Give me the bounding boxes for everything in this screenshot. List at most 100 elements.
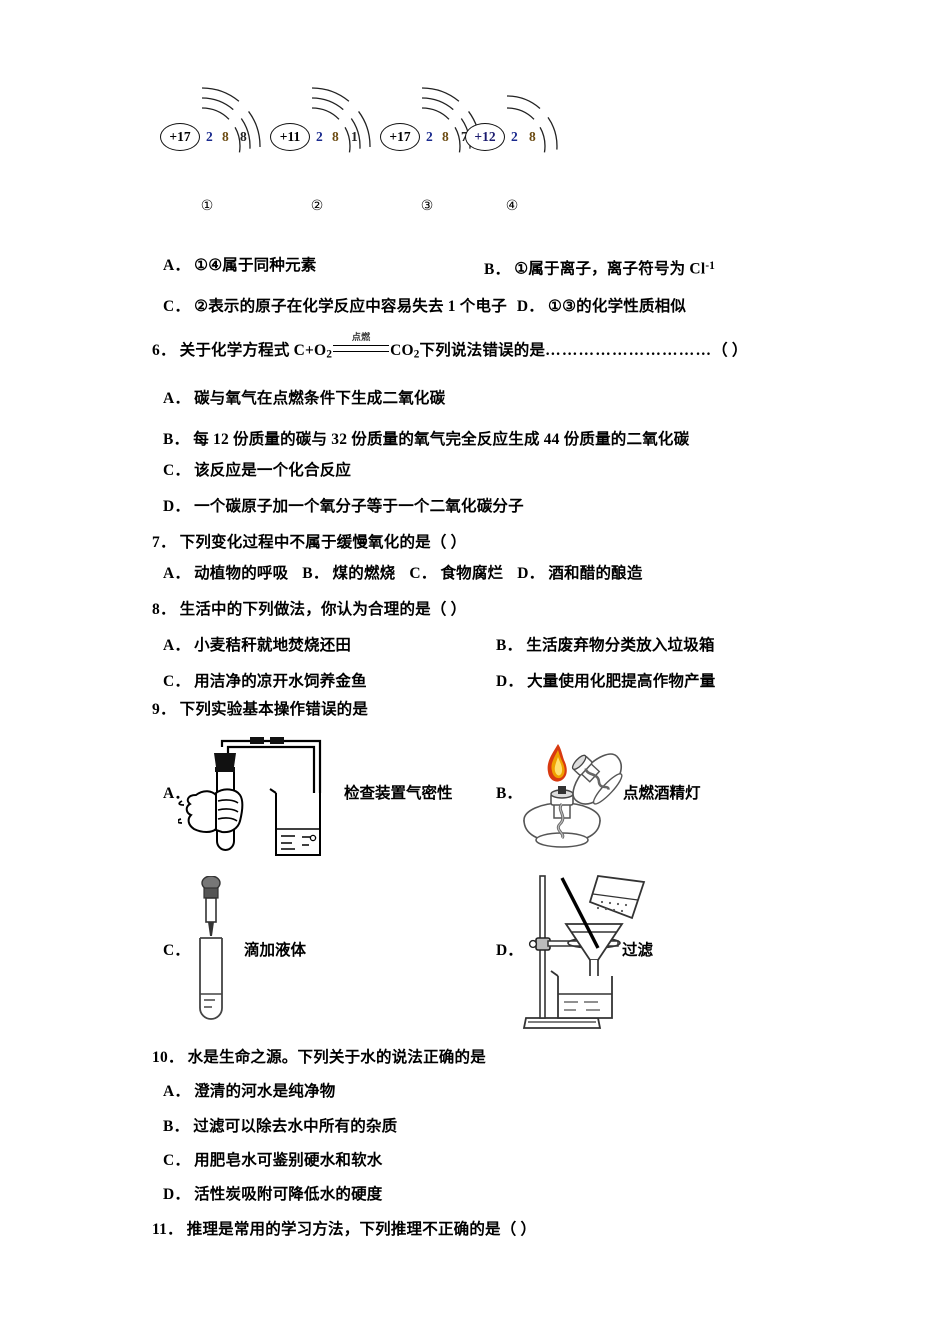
q9-number: 9．: [152, 701, 176, 718]
q7-option-d-label: D．: [517, 565, 545, 582]
q6-option-d-label: D．: [163, 498, 191, 515]
nucleus-charge: +12: [465, 123, 505, 151]
shell-electron-count-2: 8: [332, 129, 339, 144]
q6-product: CO: [390, 342, 414, 359]
q8-option-c-text: 用洁净的凉开水饲养金鱼: [194, 673, 367, 690]
q7-option-c-text: 食物腐烂: [440, 565, 504, 582]
q5-option-c-label: C．: [163, 298, 191, 315]
atom-diagram-1: +17 2 8 8 ①: [150, 78, 270, 214]
shell-electron-count-3: 7: [461, 123, 468, 151]
q8-option-c[interactable]: C．用洁净的凉开水饲养金鱼: [163, 672, 367, 692]
q10-option-a-label: A．: [163, 1083, 191, 1100]
q8-option-b-text: 生活废弃物分类放入垃圾箱: [526, 637, 715, 654]
q5-option-b-label: B．: [484, 260, 511, 278]
atom-caption-1: ①: [200, 198, 214, 214]
q10-option-c-text: 用肥皂水可鉴别硬水和软水: [194, 1152, 383, 1169]
q5-option-c-text: ②表示的原子在化学反应中容易失去 1 个电子: [194, 298, 507, 315]
q10-number: 10．: [152, 1049, 184, 1066]
q5-option-d-text: ①③的化学性质相似: [547, 298, 687, 315]
shell-electron-count-1: 2: [426, 129, 433, 144]
q6-option-b-text: 每 12 份质量的碳与 32 份质量的氧气完全反应生成 44 份质量的二氧化碳: [193, 431, 690, 448]
nucleus-charge: +17: [160, 123, 200, 151]
q9-figure-b-label: B．: [496, 785, 522, 802]
q6-option-a-label: A．: [163, 390, 191, 407]
q11-number: 11．: [152, 1221, 183, 1238]
reaction-condition-arrow: 点燃: [332, 332, 390, 361]
q10-stem-text: 水是生命之源。下列关于水的说法正确的是: [187, 1049, 486, 1066]
q6-option-a[interactable]: A．碳与氧气在点燃条件下生成二氧化碳: [163, 389, 445, 409]
q6-option-d[interactable]: D．一个碳原子加一个氧分子等于一个二氧化碳分子: [163, 497, 524, 517]
q6-stem-pre: 关于化学方程式 C+O: [179, 342, 327, 359]
nucleus-charge: +11: [270, 123, 310, 151]
shell-electron-count-2: 8: [222, 129, 229, 144]
q8-option-b-label: B．: [496, 637, 523, 654]
q8-stem: 8．生活中的下列做法，你认为合理的是（ ）: [152, 600, 466, 620]
q8-option-c-label: C．: [163, 673, 191, 690]
q5-option-b-superscript: -1: [705, 260, 716, 272]
atom-caption-4: ④: [505, 198, 519, 214]
q8-option-b[interactable]: B．生活废弃物分类放入垃圾箱: [496, 636, 715, 656]
q9-stem: 9．下列实验基本操作错误的是: [152, 700, 368, 720]
q7-option-b-label: B．: [302, 565, 329, 582]
q6-o2-subscript: 2: [326, 348, 333, 361]
q7-option-a-label: A．: [163, 565, 191, 582]
q8-option-d-label: D．: [496, 673, 524, 690]
q10-option-b[interactable]: B．过滤可以除去水中所有的杂质: [163, 1117, 397, 1137]
q11-stem: 11．推理是常用的学习方法，下列推理不正确的是（ ）: [152, 1220, 536, 1240]
atom-diagram-4: +12 2 8 ④: [455, 78, 575, 214]
q9-figure-a-caption: 检查装置气密性: [344, 785, 453, 802]
q10-option-c[interactable]: C．用肥皂水可鉴别硬水和软水: [163, 1151, 383, 1171]
q6-leader-dots: …………………………: [545, 342, 713, 359]
alcohol-lamp-lighting-icon: [518, 736, 628, 856]
q9-figure-a-label: A．: [163, 785, 190, 802]
q6-option-c-text: 该反应是一个化合反应: [194, 462, 352, 479]
shell-electron-count-1: 2: [316, 129, 323, 144]
q7-option-c-label: C．: [409, 565, 437, 582]
q5-option-b-text: ①属于离子，离子符号为 Cl: [514, 260, 706, 278]
filtration-apparatus-icon: [520, 872, 650, 1032]
q5-option-a[interactable]: A．①④属于同种元素: [163, 256, 317, 276]
q10-option-c-label: C．: [163, 1152, 191, 1169]
q10-option-d[interactable]: D．活性炭吸附可降低水的硬度: [163, 1185, 383, 1205]
q5-option-b[interactable]: B．①属于离子，离子符号为 Cl-1: [484, 256, 715, 280]
q11-stem-text: 推理是常用的学习方法，下列推理不正确的是（ ）: [186, 1221, 537, 1238]
shell-electron-count-3: 1: [351, 129, 358, 144]
q6-co2-subscript: 2: [413, 348, 420, 361]
q8-option-d[interactable]: D．大量使用化肥提高作物产量: [496, 672, 716, 692]
q6-answer-paren: （ ）: [712, 342, 748, 359]
q8-stem-text: 生活中的下列做法，你认为合理的是（ ）: [179, 601, 467, 618]
shell-electron-count-2: 8: [442, 129, 449, 144]
q5-option-a-text: ①④属于同种元素: [194, 257, 317, 274]
atom-structure-diagram-group: +17 2 8 8 ① +11 2 8 1 ② +1: [150, 78, 590, 228]
atom-diagram-2: +11 2 8 1 ②: [260, 78, 380, 214]
q6-option-d-text: 一个碳原子加一个氧分子等于一个二氧化碳分子: [194, 498, 524, 515]
q6-stem-post: 下列说法错误的是: [419, 342, 546, 359]
shell-electron-count-1: 2: [511, 129, 518, 144]
q8-number: 8．: [152, 601, 176, 618]
q8-option-a-label: A．: [163, 637, 191, 654]
q5-option-a-label: A．: [163, 257, 191, 274]
q10-option-a-text: 澄清的河水是纯净物: [194, 1083, 336, 1100]
q9-stem-text: 下列实验基本操作错误的是: [179, 701, 369, 718]
q6-option-a-text: 碳与氧气在点燃条件下生成二氧化碳: [194, 390, 446, 407]
q10-option-a[interactable]: A．澄清的河水是纯净物: [163, 1082, 335, 1102]
q7-stem: 7．下列变化过程中不属于缓慢氧化的是（ ）: [152, 533, 466, 553]
dropper-test-tube-icon: [188, 876, 248, 1026]
q5-option-c-and-d[interactable]: C．②表示的原子在化学反应中容易失去 1 个电子 D．①③的化学性质相似: [163, 297, 686, 317]
q8-option-a[interactable]: A．小麦秸秆就地焚烧还田: [163, 636, 351, 656]
q7-option-a-text: 动植物的呼吸: [194, 565, 289, 582]
q6-option-c-label: C．: [163, 462, 191, 479]
shell-electron-count-1: 2: [206, 129, 213, 144]
q6-option-b[interactable]: B．每 12 份质量的碳与 32 份质量的氧气完全反应生成 44 份质量的二氧化…: [163, 430, 689, 450]
electron-shell-arcs: [311, 87, 371, 205]
q6-option-c[interactable]: C．该反应是一个化合反应: [163, 461, 351, 481]
electron-shell-arcs: [201, 87, 261, 205]
q9-figure-c-label: C．: [163, 942, 190, 959]
q10-option-b-label: B．: [163, 1118, 190, 1135]
q10-option-d-text: 活性炭吸附可降低水的硬度: [194, 1186, 383, 1203]
q5-option-d-label: D．: [516, 298, 544, 315]
q10-option-d-label: D．: [163, 1186, 191, 1203]
